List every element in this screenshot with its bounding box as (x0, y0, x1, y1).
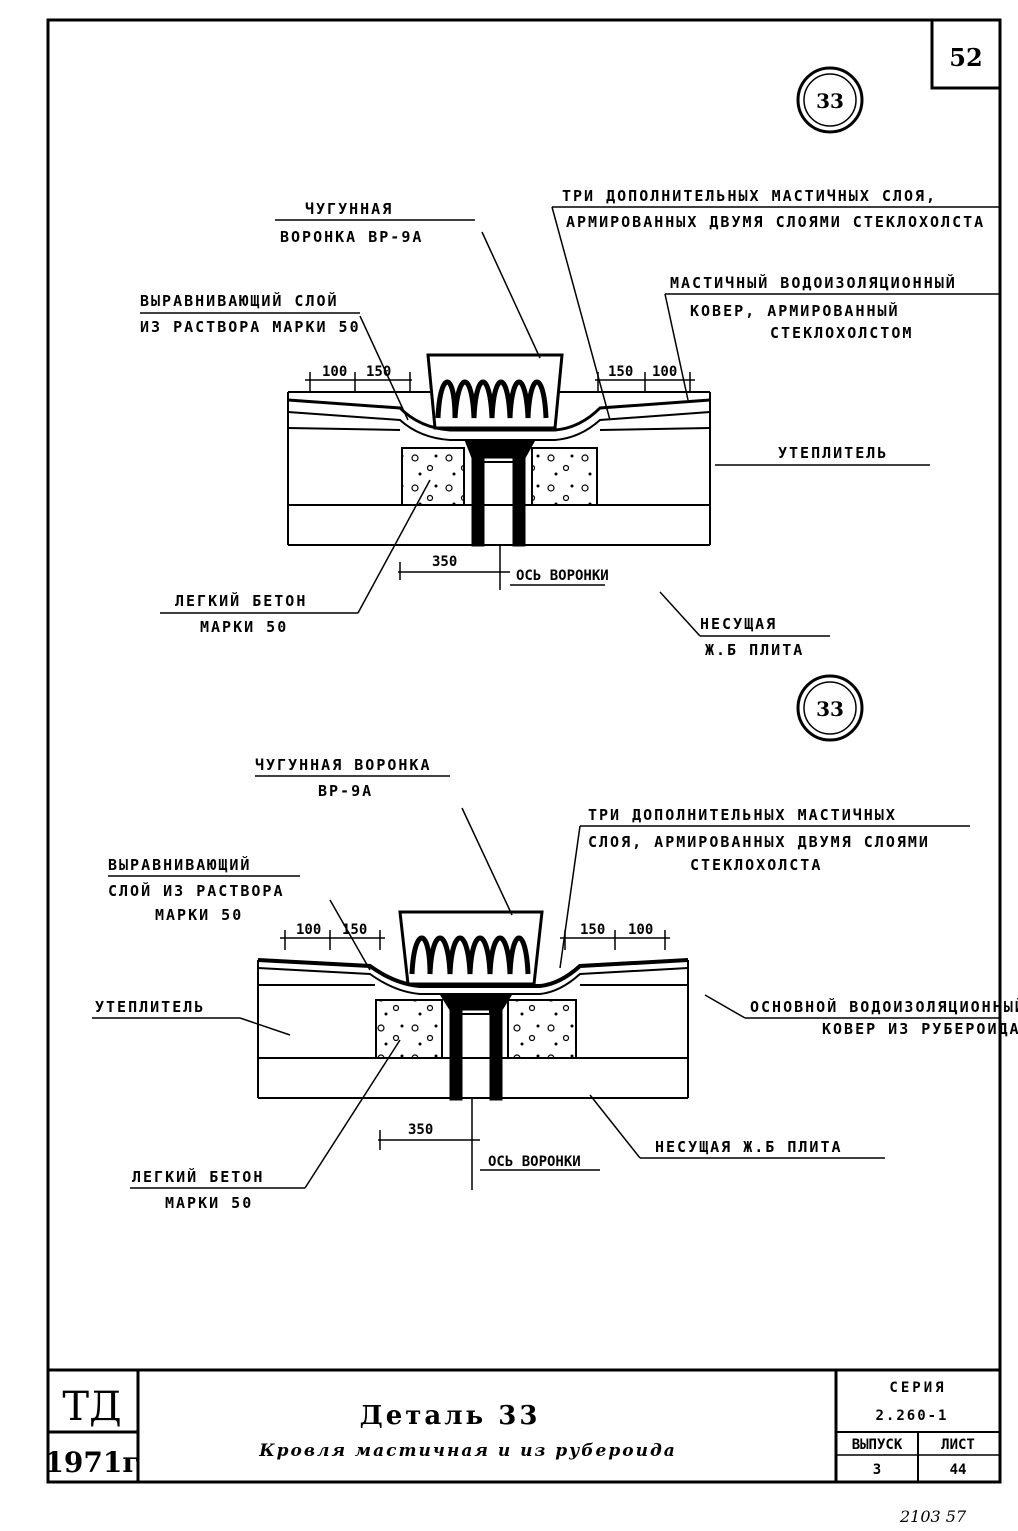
detail-bottom-label-carpet-1: ОСНОВНОЙ ВОДОИЗОЛЯЦИОННЫЙ (750, 997, 1018, 1016)
detail-top-dim-150-left: 150 (366, 364, 391, 380)
detail-top-leaders (140, 206, 1000, 637)
detail-bottom-label-funnel-2: ВР-9А (318, 782, 373, 800)
title-block-issue-label: ВЫПУСК (852, 1437, 903, 1453)
detail-bottom-label-level-1: ВЫРАВНИВАЮЩИЙ (108, 855, 251, 874)
detail-top-concrete-right (531, 447, 598, 506)
detail-bottom-leaders (92, 775, 1000, 1189)
detail-bottom-label-axis: ОСЬ ВОРОНКИ (488, 1154, 581, 1170)
detail-bottom-dim-150-left: 150 (342, 922, 367, 938)
title-block-series-label: СЕРИЯ (889, 1380, 946, 1396)
detail-top-marker-number: 33 (816, 89, 844, 113)
detail-bottom-label-level-2: СЛОЙ ИЗ РАСТВОРА (108, 881, 285, 900)
title-block-series-value: 2.260-1 (875, 1408, 948, 1424)
footer-code: 2103 57 (899, 1507, 967, 1526)
detail-bottom-marker: 33 (796, 674, 864, 742)
detail-bottom-label-concrete-1: ЛЕГКИЙ БЕТОН (132, 1167, 264, 1186)
detail-top-dim-100-right: 100 (652, 364, 677, 380)
detail-top-dim-150-right: 150 (608, 364, 633, 380)
detail-top-label-carpet-2: КОВЕР, АРМИРОВАННЫЙ (690, 301, 900, 320)
detail-top-label-slab-1: НЕСУЩАЯ (700, 615, 777, 633)
detail-bottom-dimensions (280, 930, 670, 1190)
detail-bottom-concrete-right (507, 999, 577, 1059)
detail-top-label-concrete-1: ЛЕГКИЙ БЕТОН (175, 591, 307, 610)
detail-top-label-layers-1: ТРИ ДОПОЛНИТЕЛЬНЫХ МАСТИЧНЫХ СЛОЯ, (562, 187, 937, 205)
detail-top-label-carpet-3: СТЕКЛОХОЛСТОМ (770, 324, 913, 342)
detail-bottom-label-concrete-2: МАРКИ 50 (165, 1194, 253, 1212)
title-block-issue-value: 3 (873, 1462, 881, 1478)
detail-top-label-insulation: УТЕПЛИТЕЛЬ (778, 444, 888, 462)
detail-top-label-carpet-1: МАСТИЧНЫЙ ВОДОИЗОЛЯЦИОННЫЙ (670, 273, 957, 292)
detail-bottom-dim-100-left: 100 (296, 922, 321, 938)
detail-top-label-funnel-2: ВОРОНКА ВР-9А (280, 228, 423, 246)
detail-bottom-label-carpet-2: КОВЕР ИЗ РУБЕРОИДА (822, 1020, 1018, 1038)
detail-bottom-section (257, 958, 689, 1101)
sheet-frame (46, 18, 1002, 1484)
detail-bottom-funnel-grate (398, 910, 544, 986)
title-block-org: ТД (62, 1384, 121, 1430)
detail-bottom-dim-150-right: 150 (580, 922, 605, 938)
detail-bottom-label-slab: НЕСУЩАЯ Ж.Б ПЛИТА (655, 1138, 843, 1156)
title-block-title: Деталь 33 (360, 1401, 541, 1431)
detail-top-label-concrete-2: МАРКИ 50 (200, 618, 288, 636)
detail-bottom-dim-100-right: 100 (628, 922, 653, 938)
detail-top: 33 (140, 66, 1000, 659)
title-block-sheet-label: ЛИСТ (941, 1437, 975, 1453)
sheet-number: 52 (949, 43, 982, 72)
detail-top-section (287, 391, 711, 547)
detail-top-funnel-grate (426, 353, 564, 430)
detail-top-label-level-2: ИЗ РАСТВОРА МАРКИ 50 (140, 318, 361, 336)
title-block-sheet-value: 44 (950, 1462, 967, 1478)
detail-bottom-label-level-3: МАРКИ 50 (155, 906, 243, 924)
detail-bottom-concrete-left (375, 999, 443, 1059)
title-block (48, 1368, 1000, 1482)
detail-bottom-label-funnel-1: ЧУГУННАЯ ВОРОНКА (255, 756, 432, 774)
detail-bottom-dim-350: 350 (408, 1122, 433, 1138)
detail-top-dim-100-left: 100 (322, 364, 347, 380)
detail-bottom-label-insulation: УТЕПЛИТЕЛЬ (95, 998, 205, 1016)
detail-top-label-axis: ОСЬ ВОРОНКИ (516, 568, 609, 584)
detail-top-concrete-left (401, 447, 465, 506)
detail-bottom-marker-number: 33 (816, 697, 844, 721)
detail-top-label-layers-2: АРМИРОВАННЫХ ДВУМЯ СЛОЯМИ СТЕКЛОХОЛСТА (566, 213, 985, 231)
detail-top-label-funnel-1: ЧУГУННАЯ (305, 200, 393, 218)
title-block-subtitle: Кровля мастичная и из рубероида (258, 1441, 677, 1461)
detail-top-dimensions (305, 372, 695, 590)
detail-bottom-label-layers-3: СТЕКЛОХОЛСТА (690, 856, 822, 874)
sheet-number-box (930, 18, 1002, 90)
detail-bottom: 33 (92, 674, 1018, 1212)
detail-top-marker: 33 (796, 66, 864, 134)
detail-top-label-slab-2: Ж.Б ПЛИТА (705, 641, 804, 659)
detail-bottom-label-layers-2: СЛОЯ, АРМИРОВАННЫХ ДВУМЯ СЛОЯМИ (588, 833, 930, 851)
detail-bottom-label-layers-1: ТРИ ДОПОЛНИТЕЛЬНЫХ МАСТИЧНЫХ (588, 806, 897, 824)
detail-top-dim-350: 350 (432, 554, 457, 570)
detail-top-label-level-1: ВЫРАВНИВАЮЩИЙ СЛОЙ (140, 291, 339, 310)
title-block-year: 1971г (44, 1446, 139, 1479)
